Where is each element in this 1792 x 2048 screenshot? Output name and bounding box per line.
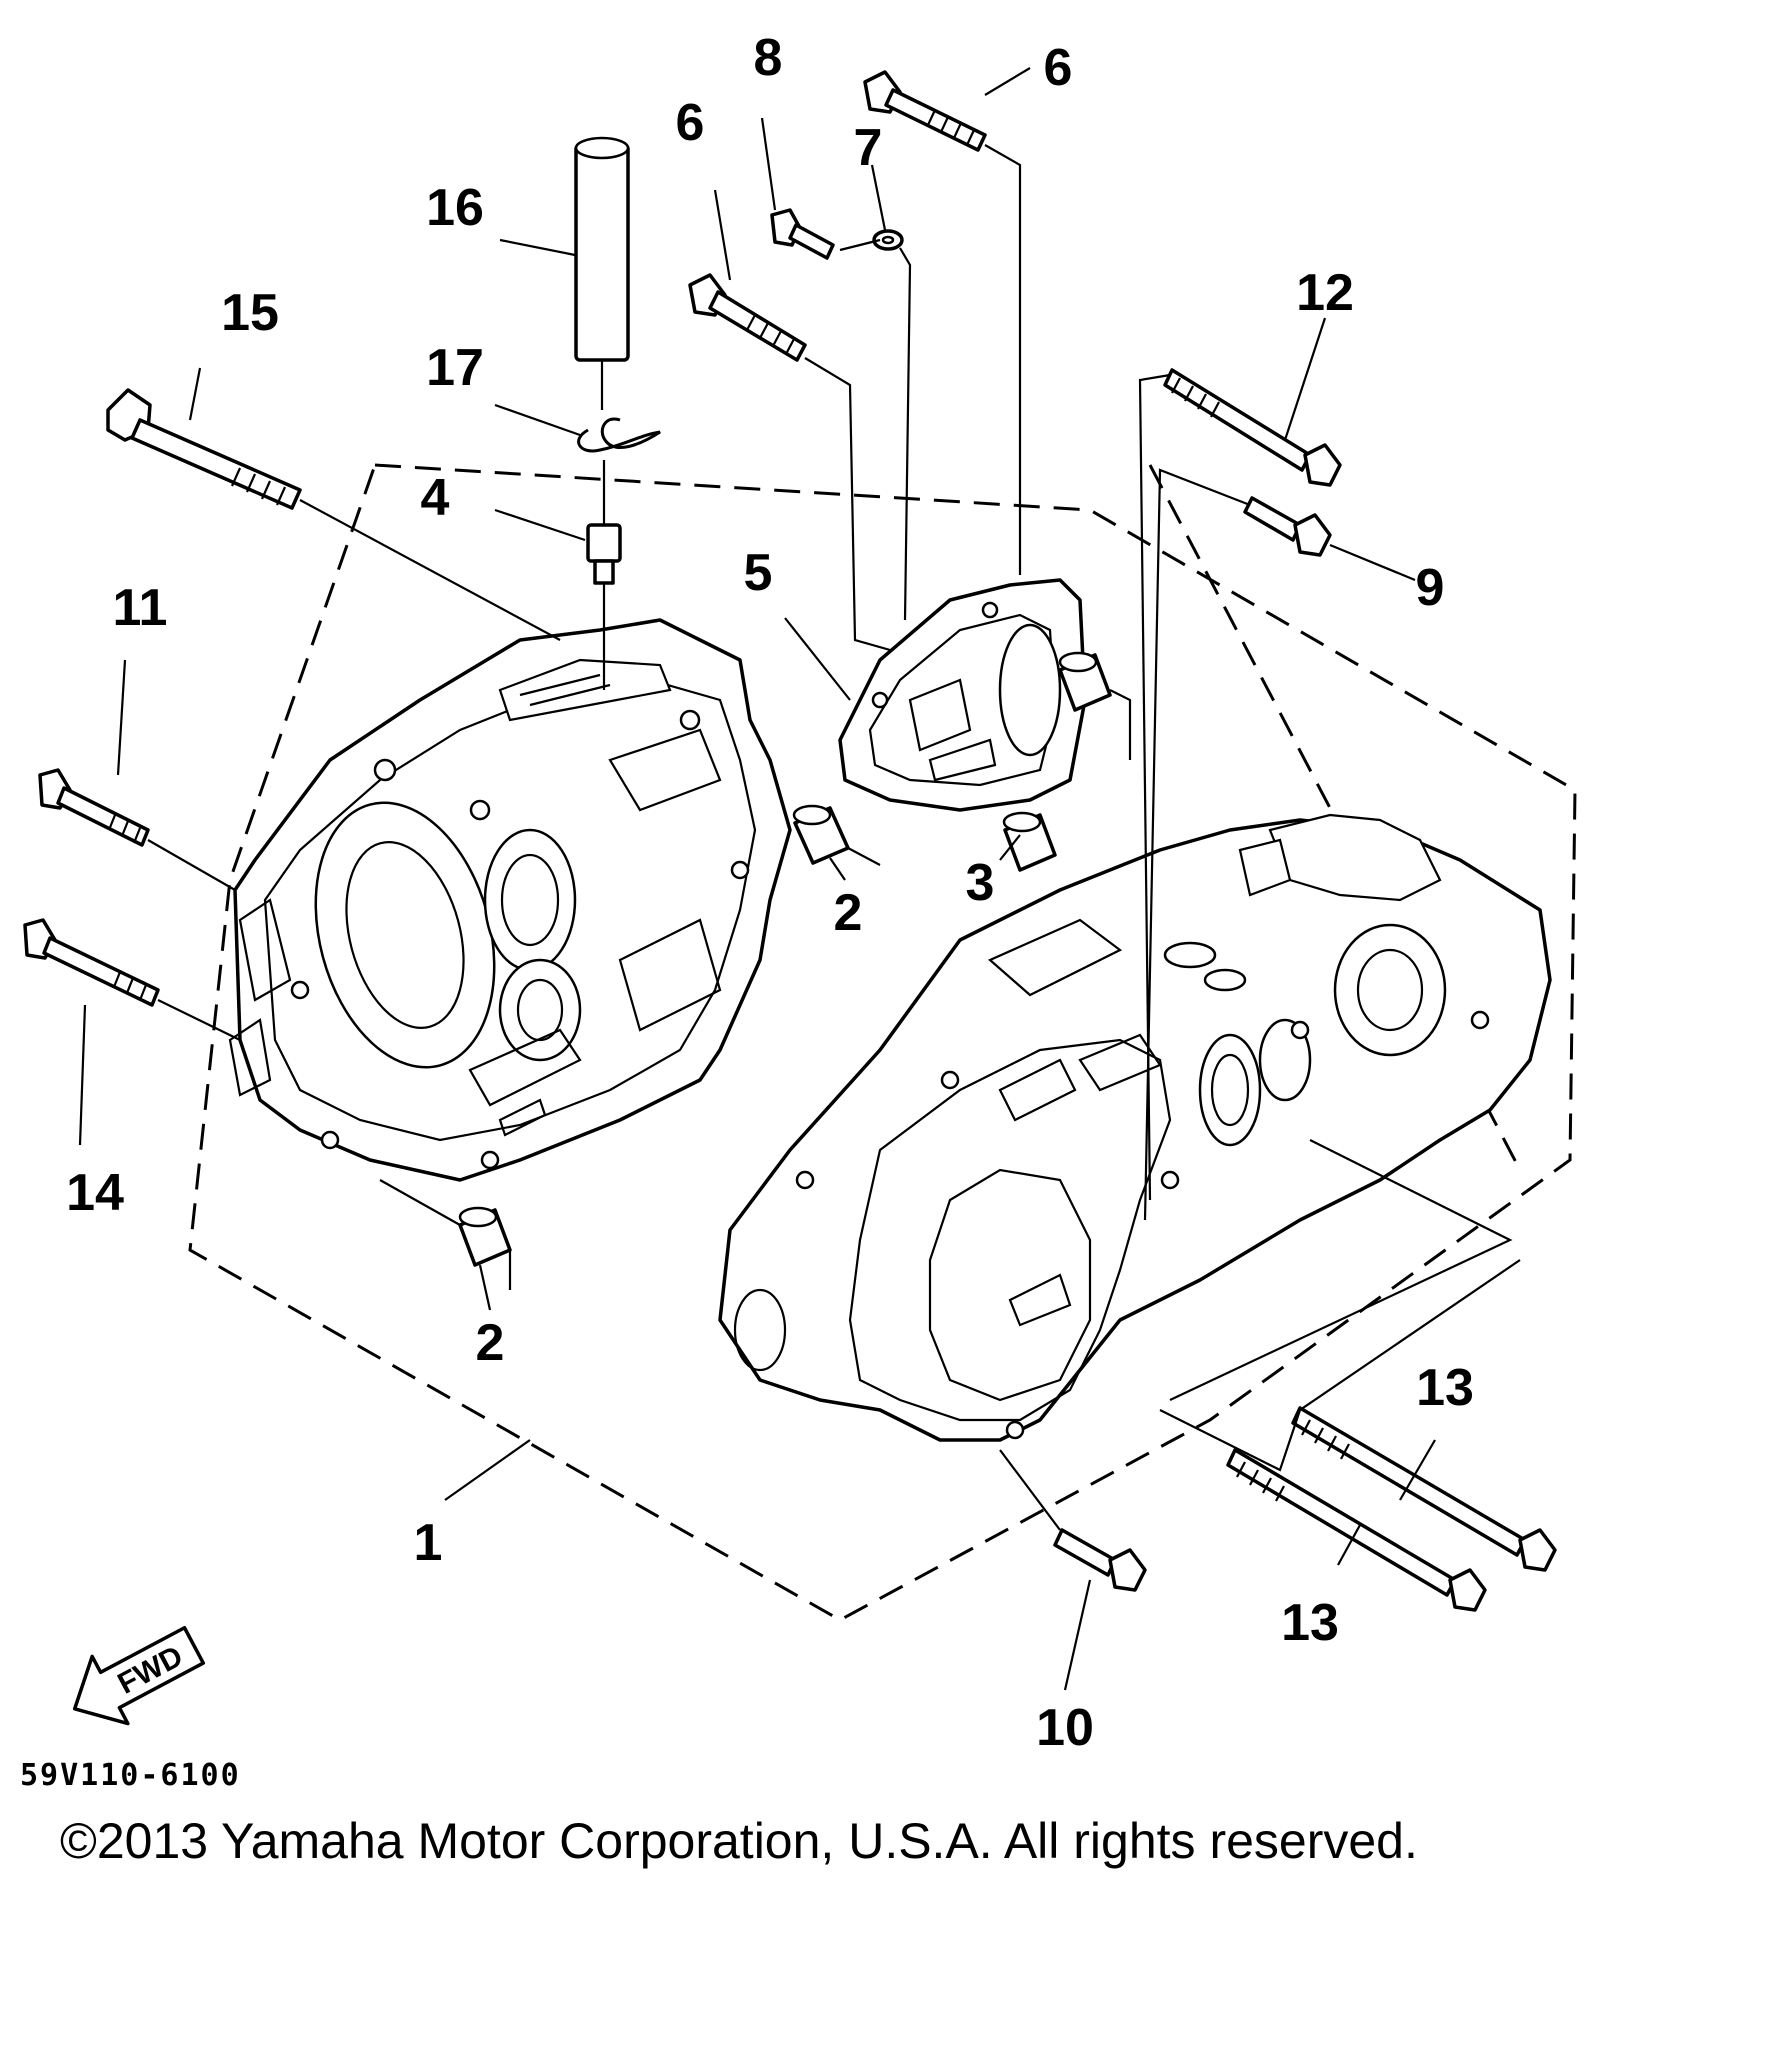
bolt-15 bbox=[106, 388, 302, 510]
fwd-arrow: FWD bbox=[72, 1625, 206, 1726]
washer-7 bbox=[872, 229, 904, 251]
copyright-notice: ©2013 Yamaha Motor Corporation, U.S.A. A… bbox=[60, 1813, 1418, 1869]
part-4-fitting bbox=[586, 460, 622, 690]
diagram-code: 59V110-6100 bbox=[20, 1758, 241, 1793]
bolt-10 bbox=[1053, 1528, 1147, 1592]
callout-3: 3 bbox=[966, 854, 995, 912]
callout-14: 14 bbox=[66, 1164, 124, 1222]
part-17-clip bbox=[577, 417, 661, 453]
callout-2-lower: 2 bbox=[476, 1314, 505, 1372]
callout-13-lower: 13 bbox=[1281, 1594, 1339, 1652]
bolt-9 bbox=[1243, 496, 1332, 557]
callout-2-upper: 2 bbox=[834, 884, 863, 942]
callout-4: 4 bbox=[421, 469, 450, 527]
callout-10: 10 bbox=[1036, 1699, 1094, 1757]
callout-labels: 1 2 2 3 4 5 6 6 7 8 9 10 11 12 13 13 14 … bbox=[66, 29, 1474, 1757]
dowel-pin-2-lower bbox=[458, 1206, 512, 1267]
bolt-14 bbox=[23, 918, 160, 1007]
callout-11: 11 bbox=[113, 579, 168, 637]
callout-5: 5 bbox=[744, 544, 773, 602]
dowel-pin-3 bbox=[1002, 811, 1057, 872]
left-crankcase-half bbox=[228, 618, 792, 1182]
bolt-6-left bbox=[688, 273, 807, 362]
bolt-13-lower bbox=[1226, 1448, 1487, 1612]
part-5-cover bbox=[838, 578, 1087, 812]
callout-13-upper: 13 bbox=[1416, 1359, 1474, 1417]
bolt-13-upper bbox=[1291, 1406, 1557, 1572]
callout-17: 17 bbox=[426, 339, 484, 397]
part-16-tube bbox=[574, 136, 630, 410]
callout-6-right: 6 bbox=[1044, 39, 1073, 97]
right-crankcase-half bbox=[718, 813, 1552, 1442]
callout-leaders bbox=[78, 67, 1436, 1691]
callout-8: 8 bbox=[754, 29, 783, 87]
bolt-8 bbox=[770, 208, 835, 260]
callout-6-left: 6 bbox=[676, 94, 705, 152]
bolt-11 bbox=[38, 768, 150, 847]
callout-15: 15 bbox=[221, 284, 279, 342]
callout-1: 1 bbox=[414, 1514, 443, 1572]
callout-12: 12 bbox=[1296, 264, 1354, 322]
bolt-6-right bbox=[863, 70, 987, 152]
callout-9: 9 bbox=[1416, 559, 1445, 617]
callout-16: 16 bbox=[426, 179, 484, 237]
assembly-guide-lines bbox=[147, 144, 1521, 1531]
dowel-pin-2-upper bbox=[792, 804, 850, 865]
callout-7: 7 bbox=[854, 119, 883, 177]
dowel-pin-upper-right bbox=[1058, 651, 1112, 712]
bolt-12 bbox=[1163, 368, 1342, 487]
